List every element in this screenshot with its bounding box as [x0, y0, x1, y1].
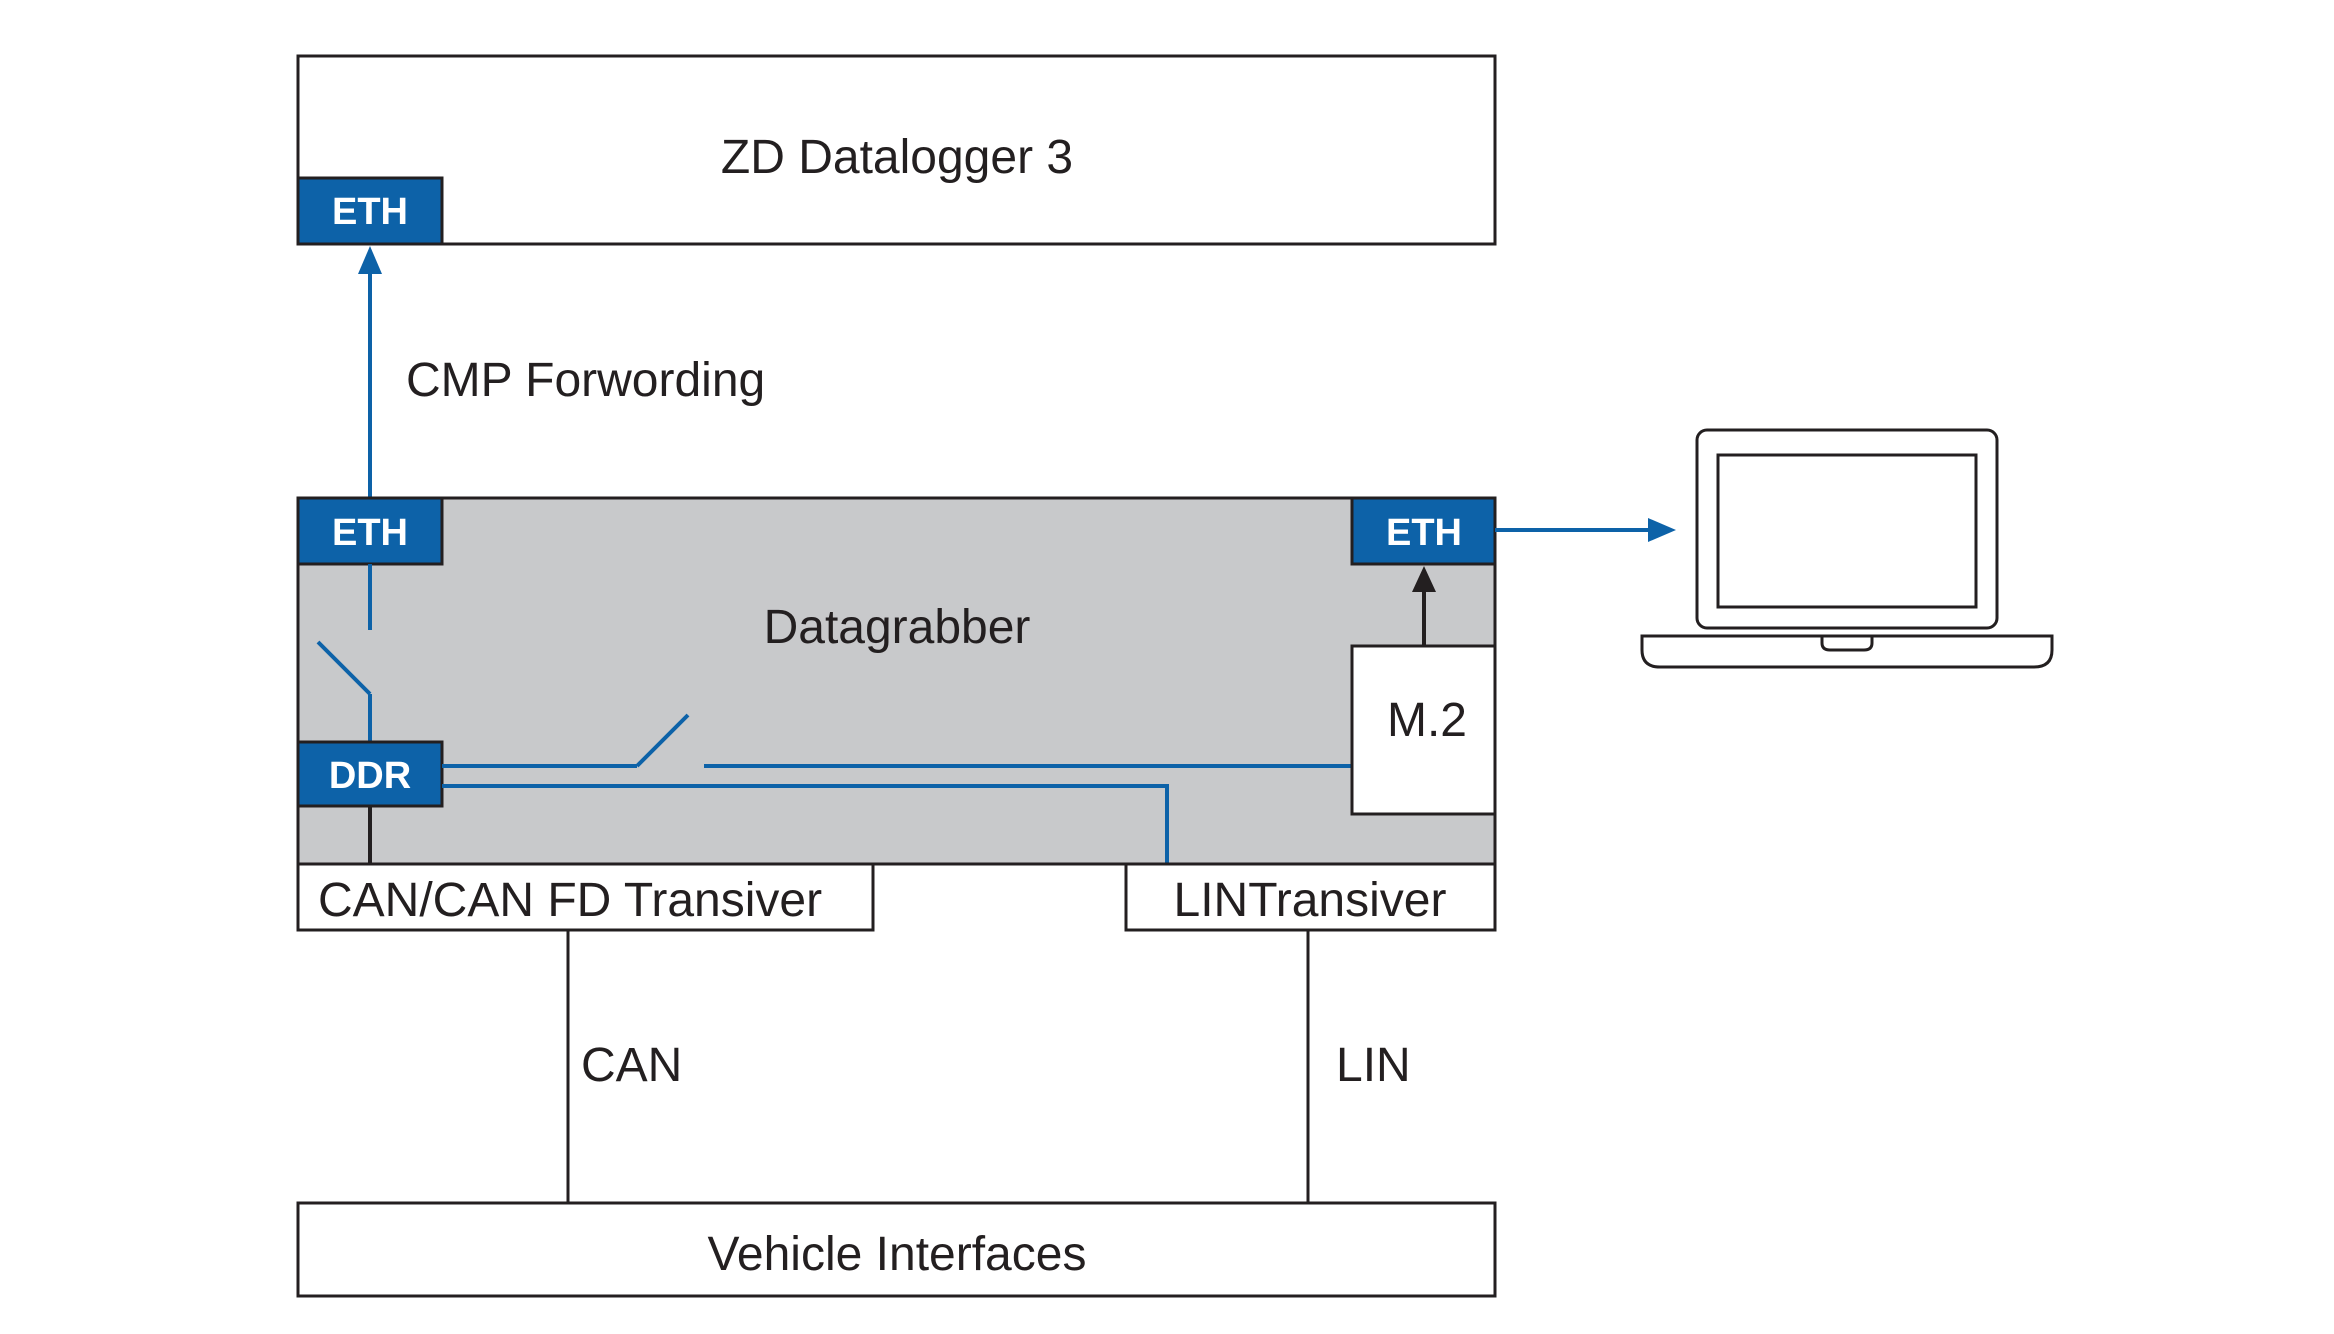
lin-transceiver-label: LINTransiver: [1174, 874, 1447, 927]
lin-bus-label: LIN: [1336, 1039, 1411, 1092]
eth-port-datagrabber-left-label: ETH: [332, 512, 408, 554]
vehicle-interfaces-box: [296, 1201, 1497, 1298]
eth-port-datalogger: ETH: [296, 176, 444, 246]
can-bus-label: CAN: [581, 1039, 682, 1092]
vehicle-interfaces-label: Vehicle Interfaces: [708, 1228, 1087, 1281]
cmp-forwarding-label: CMP Forwording: [406, 354, 765, 407]
eth-port-datagrabber-right-label: ETH: [1386, 512, 1462, 554]
can-transceiver-box: [296, 862, 875, 932]
eth-switch-blade: [316, 640, 372, 696]
eth-port-datagrabber-left: ETH: [296, 496, 444, 566]
datagrabber-title: Datagrabber: [764, 601, 1031, 654]
datagrabber-box: [296, 496, 1497, 866]
laptop-icon: [1640, 428, 2054, 669]
m2-switch-blade: [635, 713, 690, 768]
eth-port-datagrabber-right: ETH: [1350, 496, 1497, 566]
ddr-label: DDR: [329, 755, 411, 797]
can-transceiver-label: CAN/CAN FD Transiver: [318, 874, 822, 927]
lin-transceiver-box: [1124, 862, 1497, 932]
m2-block: [1350, 644, 1497, 816]
ddr-block: DDR: [296, 740, 444, 808]
datalogger-box: [296, 54, 1497, 246]
m2-label: M.2: [1387, 694, 1467, 747]
cmp-forwarding-arrowhead: [358, 246, 382, 274]
ddr-to-lin-line: [442, 784, 1169, 864]
m2-to-eth-arrowhead: [1412, 566, 1436, 592]
eth-to-laptop-arrowhead: [1648, 518, 1676, 542]
eth-port-datalogger-label: ETH: [332, 191, 408, 233]
datalogger-title: ZD Datalogger 3: [721, 131, 1073, 184]
